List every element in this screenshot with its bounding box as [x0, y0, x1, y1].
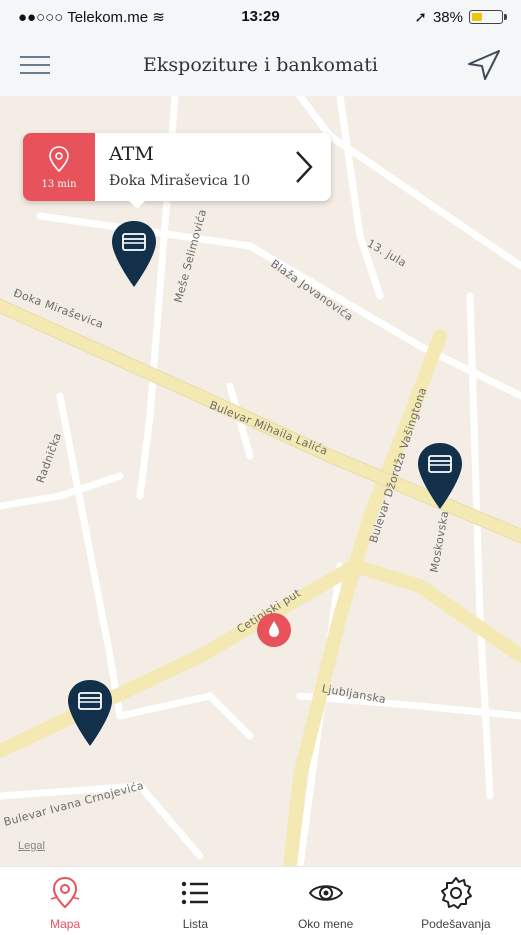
- menu-button[interactable]: [20, 50, 60, 80]
- travel-minutes: 13 min: [41, 179, 77, 190]
- atm-marker[interactable]: [415, 441, 465, 511]
- battery-percent: 38%: [432, 8, 463, 26]
- battery-icon: [469, 10, 507, 24]
- carrier: ●●○○○ Telekom.me ≋: [18, 8, 165, 26]
- clock: 13:29: [241, 8, 280, 25]
- page-title: Ekspoziture i bankomati: [143, 54, 378, 76]
- eye-icon: [308, 885, 343, 901]
- list-icon: [182, 881, 209, 905]
- tab-nearby[interactable]: Oko mene: [261, 867, 391, 935]
- wifi-icon: ≋: [152, 9, 165, 26]
- tab-settings[interactable]: Podešavanja: [391, 867, 521, 935]
- tab-label: Mapa: [50, 917, 81, 931]
- location-arrow-icon: ➚: [414, 9, 427, 26]
- map-roads: [0, 96, 521, 866]
- tab-label: Podešavanja: [421, 917, 491, 931]
- atm-marker[interactable]: [65, 678, 115, 748]
- tab-bar: Mapa Lista Oko mene: [0, 866, 521, 935]
- legal-link[interactable]: Legal: [18, 840, 45, 852]
- chevron-right-icon[interactable]: [293, 149, 315, 185]
- hamburger-icon-line: [20, 64, 50, 66]
- place-name: ATM: [109, 143, 154, 165]
- gear-icon: [440, 877, 472, 909]
- map-view[interactable]: Đoka Miraševica Meše Selimovića Blaža Jo…: [0, 96, 521, 866]
- battery-fill: [472, 13, 482, 21]
- navigate-button[interactable]: [465, 48, 503, 82]
- location-pin-icon: [49, 146, 69, 173]
- hamburger-icon-line: [20, 72, 50, 74]
- place-address: Đoka Miraševica 10: [109, 173, 251, 189]
- tab-map[interactable]: Mapa: [0, 867, 130, 935]
- tab-label: Oko mene: [297, 917, 354, 931]
- hamburger-icon: [20, 56, 50, 58]
- carrier-label: ●●○○○ Telekom.me: [18, 9, 149, 26]
- atm-callout[interactable]: 13 min ATM Đoka Miraševica 10: [23, 133, 331, 209]
- nav-bar: Ekspoziture i bankomati: [0, 34, 521, 97]
- atm-marker[interactable]: [109, 219, 159, 289]
- status-right: ➚ 38%: [414, 8, 507, 26]
- map-pin-icon: [50, 876, 80, 909]
- navigation-arrow-icon: [468, 50, 500, 80]
- status-bar: ●●○○○ Telekom.me ≋ 13:29 ➚ 38%: [0, 0, 521, 34]
- travel-time: 13 min: [23, 133, 95, 201]
- tab-label: Lista: [182, 917, 209, 931]
- tab-list[interactable]: Lista: [130, 867, 260, 935]
- card-icon: [122, 233, 146, 251]
- user-location-icon: [257, 613, 291, 647]
